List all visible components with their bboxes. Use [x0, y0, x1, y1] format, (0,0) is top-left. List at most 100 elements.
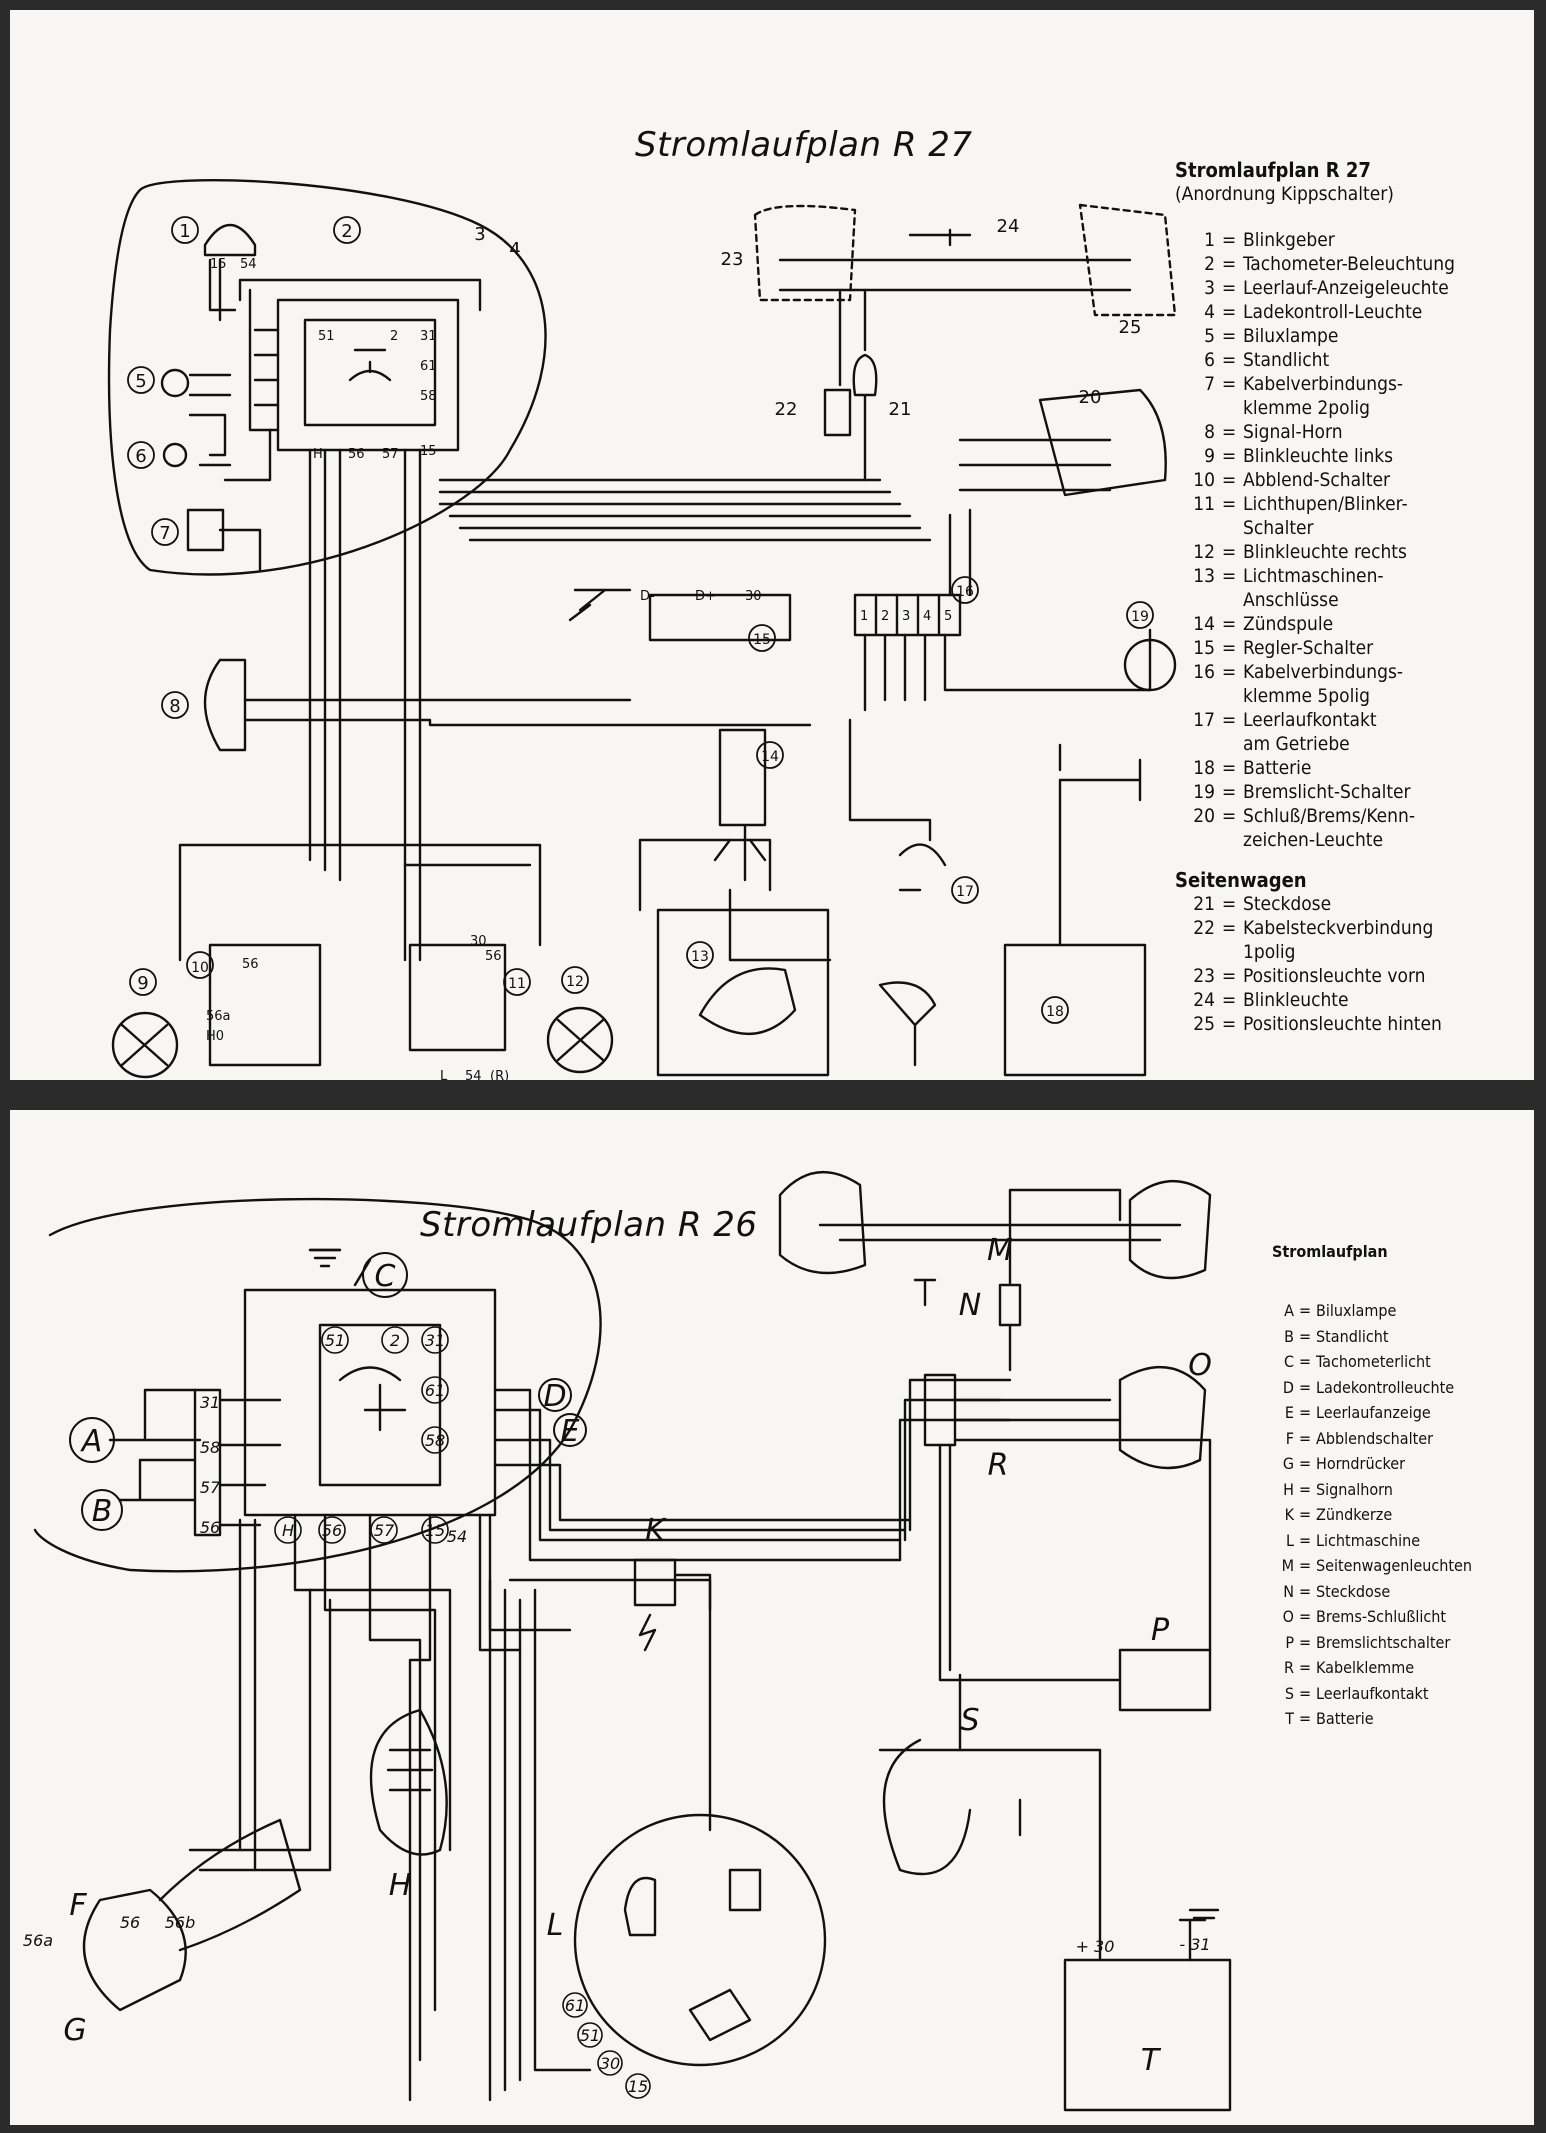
term-30-batt: + 30: [1076, 1937, 1115, 1956]
marker-13: 13: [686, 941, 714, 969]
legend-row: 11=Lichthupen/Blinker-: [1193, 493, 1408, 515]
legend-row: L=Lichtmaschine: [1285, 1530, 1421, 1550]
svg-text:P: P: [1151, 1613, 1170, 1648]
marker-23: 23: [721, 249, 744, 270]
marker-21: 21: [889, 399, 912, 420]
connector-7-shape: [186, 508, 225, 552]
sidecar-rear-lamp-25: [1078, 203, 1177, 317]
wire-bundle-main: [438, 478, 932, 542]
r27-schematic: 1 2 3 4 5 6 7 8 9 10 11 12 13 14 15 16 1…: [107, 178, 1177, 1080]
ignition-switch-inner: [303, 318, 437, 427]
svg-text:25: 25: [1119, 317, 1142, 338]
neutral-contact-S-shape: [882, 1738, 972, 1876]
svg-text:A: A: [80, 1424, 103, 1459]
marker-18: 18: [1041, 996, 1069, 1024]
svg-text:O: O: [1188, 1348, 1212, 1383]
svg-text:K: K: [645, 1513, 667, 1548]
battery-18-shape: [1003, 943, 1147, 1077]
svg-text:5: 5: [135, 371, 146, 392]
legend-title-r27: Stromlaufplan R 27: [1175, 158, 1371, 182]
legend-row: Schalter: [1243, 517, 1314, 539]
term-54: 54: [465, 1069, 482, 1080]
blinker-right-12-shape: [546, 1006, 614, 1074]
r26-markers: A B C D E F G H K L M N O P R S T: [63, 1233, 1211, 2078]
term-56b-r26: 56b: [165, 1913, 196, 1932]
svg-text:H: H: [282, 1521, 294, 1540]
svg-text:10: 10: [191, 960, 209, 976]
switch-box-r26: [243, 1288, 497, 1517]
svg-text:S: S: [960, 1703, 979, 1738]
legend-row: D=Ladekontrolleuchte: [1282, 1377, 1455, 1397]
legend-row: 19=Bremslicht-Schalter: [1193, 781, 1411, 803]
marker-R: R: [988, 1448, 1009, 1483]
marker-24: 24: [997, 216, 1020, 237]
spark-plug-K-shape: [633, 1558, 712, 1832]
legend-row: am Getriebe: [1243, 733, 1350, 755]
legend-row: zeichen-Leuchte: [1243, 829, 1383, 851]
legend-subtitle-r27: (Anordnung Kippschalter): [1175, 183, 1394, 205]
term-31-batt: - 31: [1179, 1935, 1210, 1954]
svg-text:57: 57: [374, 1521, 395, 1540]
term-58: 58: [420, 389, 437, 404]
legend-row: O=Brems-Schlußlicht: [1282, 1607, 1447, 1626]
svg-text:21: 21: [889, 399, 912, 420]
term-30: 30: [745, 589, 762, 604]
legend-row: R=Kabelklemme: [1284, 1658, 1415, 1677]
legend-row: 7=Kabelverbindungs-: [1204, 373, 1404, 395]
term-61-r26: 61: [421, 1376, 449, 1404]
legend-row: 18=Batterie: [1193, 757, 1312, 779]
ignition-switch-box: [276, 298, 460, 452]
marker-11: 11: [503, 968, 531, 996]
legend-row: G=Horndrücker: [1282, 1454, 1406, 1473]
marker-H: H: [389, 1868, 412, 1903]
legend-row: 2=Tachometer-Beleuchtung: [1204, 253, 1455, 275]
svg-text:61: 61: [565, 1996, 585, 2015]
svg-text:14: 14: [761, 749, 779, 765]
term-56a: 56a: [206, 1009, 231, 1024]
svg-text:D: D: [543, 1379, 566, 1414]
term-block-4: 4: [923, 609, 931, 624]
marker-A: A: [69, 1417, 115, 1463]
marker-17: 17: [951, 876, 979, 904]
marker-B: B: [81, 1489, 123, 1531]
sidecar-lamp-right-M: [1128, 1180, 1212, 1280]
term-block-3: 3: [902, 609, 910, 624]
sidecar-front-lamp-23: [753, 204, 857, 302]
sidecar-socket-21: [852, 353, 878, 482]
marker-16: 16: [951, 576, 979, 604]
svg-text:4: 4: [509, 239, 520, 260]
headlamp-housing-outline: [107, 178, 547, 576]
term-54-r26: 54: [447, 1527, 467, 1546]
term-57-strip: 57: [200, 1478, 221, 1497]
brake-switch-P-shape: [1118, 1648, 1212, 1712]
legend-r27: Stromlaufplan R 27 (Anordnung Kippschalt…: [1175, 158, 1455, 1036]
term-51-r26: 51: [321, 1326, 349, 1354]
svg-text:H: H: [389, 1868, 412, 1903]
term-57: 57: [382, 447, 399, 462]
marker-O: O: [1188, 1348, 1212, 1383]
battery-T-shape: [1063, 1958, 1232, 2112]
svg-text:51: 51: [325, 1331, 345, 1350]
dimmer-switch-10-shape: [208, 943, 322, 1067]
marker-8: 8: [161, 691, 189, 719]
svg-text:F: F: [69, 1888, 87, 1923]
blinker-left-9-shape: [111, 1011, 179, 1079]
term-H-sw10: H0: [206, 1029, 224, 1044]
marker-25: 25: [1119, 317, 1142, 338]
svg-text:2: 2: [390, 1331, 400, 1350]
term-30-gen: 30: [597, 2050, 623, 2076]
legend-row: H=Signalhorn: [1283, 1479, 1393, 1499]
rear-lamp-O: [1118, 1365, 1207, 1470]
marker-5: 5: [127, 366, 155, 394]
legend-row: C=Tachometerlicht: [1283, 1352, 1431, 1371]
r26-schematic: A B C D E F G H K L M N O P R S T 51 2 3…: [23, 1171, 1232, 2112]
term-31-r26: 31: [421, 1326, 449, 1354]
term-2: 2: [390, 329, 398, 344]
term-2-r26: 2: [381, 1326, 409, 1354]
svg-text:56: 56: [322, 1521, 342, 1540]
signal-horn-8: [203, 658, 247, 752]
term-56-r26: 56: [318, 1516, 346, 1544]
term-15-gen: 15: [625, 2073, 651, 2099]
marker-D: D: [538, 1378, 572, 1414]
svg-text:17: 17: [956, 884, 974, 900]
